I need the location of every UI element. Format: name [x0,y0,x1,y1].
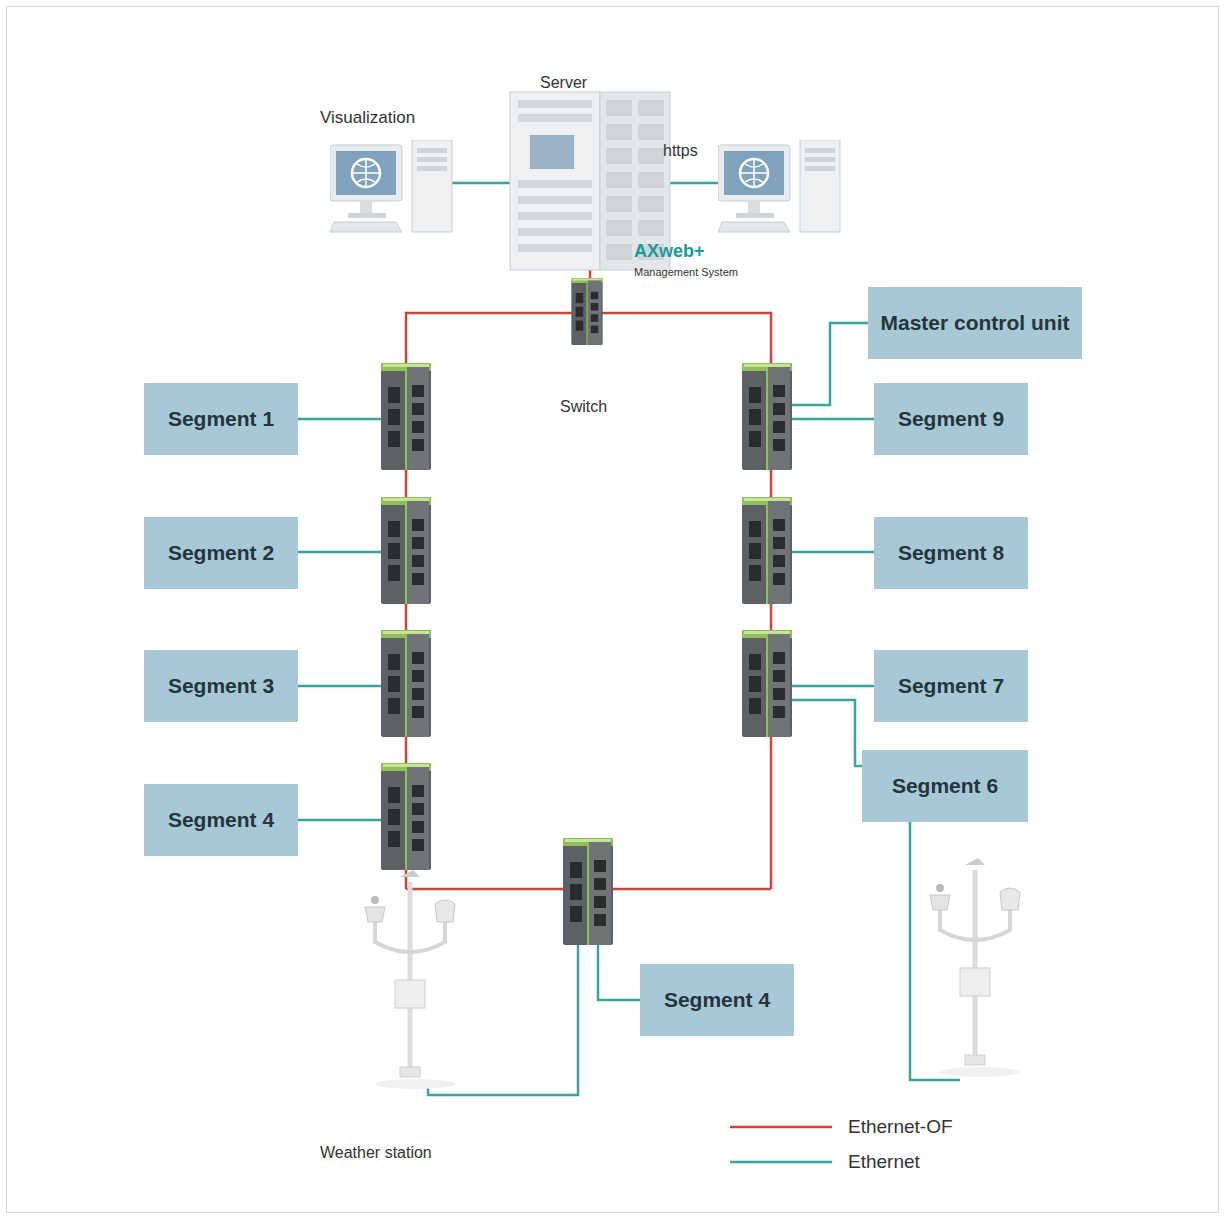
segment-box: Segment 8 [874,517,1028,589]
label: Weather station [320,1144,432,1162]
box-label: Segment 4 [664,987,770,1013]
segment-box: Segment 6 [862,750,1028,822]
segment-box: Segment 2 [144,517,298,589]
weather-station [365,870,455,1089]
box-label: Segment 4 [168,807,274,833]
box-label: Segment 3 [168,673,274,699]
legend-text: Ethernet [848,1151,920,1173]
label: Switch [560,398,607,416]
segment-box: Segment 3 [144,650,298,722]
box-label: Segment 1 [168,406,274,432]
brand-name: AXweb+ [634,241,705,262]
segment-box: Segment 4 [144,784,298,856]
segment-box: Segment 1 [144,383,298,455]
box-label: Segment 7 [898,673,1004,699]
segment-box: Segment 4 [640,964,794,1036]
segment-box: Segment 9 [874,383,1028,455]
box-label: Master control unit [880,310,1069,336]
legend-line [730,1161,832,1164]
label: https [663,142,698,160]
weather-station [930,858,1020,1077]
box-label: Segment 2 [168,540,274,566]
label: Server [540,74,587,92]
segment-box: Segment 7 [874,650,1028,722]
box-label: Segment 6 [892,773,998,799]
legend-line [730,1126,832,1129]
segment-box: Master control unit [868,287,1082,359]
switch [381,278,792,945]
label: Visualization [320,108,415,128]
legend-text: Ethernet-OF [848,1116,953,1138]
box-label: Segment 9 [898,406,1004,432]
box-label: Segment 8 [898,540,1004,566]
workstation [718,140,840,232]
label: Management System [634,266,738,278]
workstation [330,140,452,232]
